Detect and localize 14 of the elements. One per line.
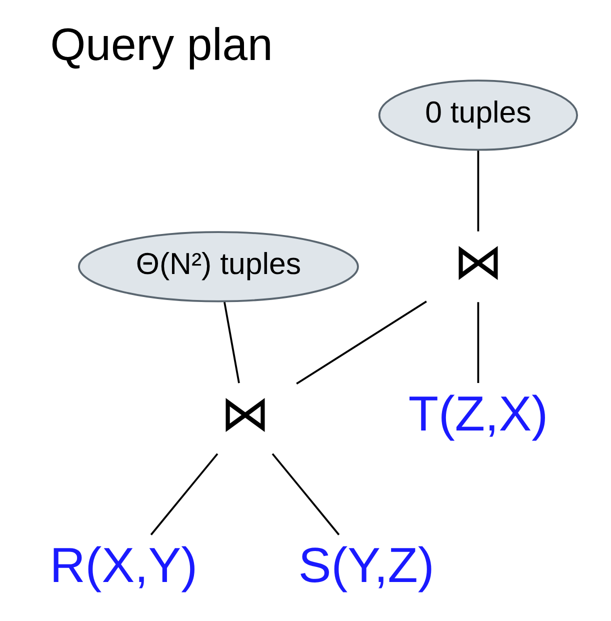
node-ellipse: 0 tuples: [378, 80, 578, 151]
node-text: ⋈: [220, 386, 270, 442]
node-text: S(Y,Z): [298, 538, 434, 593]
node-text: T(Z,X): [408, 386, 548, 442]
connector: [477, 150, 480, 232]
diagram-title: Query plan: [50, 18, 273, 70]
connector: [150, 453, 218, 536]
node-text: R(X,Y): [50, 538, 198, 593]
connector: [272, 453, 340, 536]
node-text: ⋈: [454, 234, 503, 290]
connector: [477, 302, 480, 384]
connector: [296, 300, 427, 385]
node-ellipse: Θ(N²) tuples: [78, 231, 359, 302]
connector: [224, 302, 240, 384]
